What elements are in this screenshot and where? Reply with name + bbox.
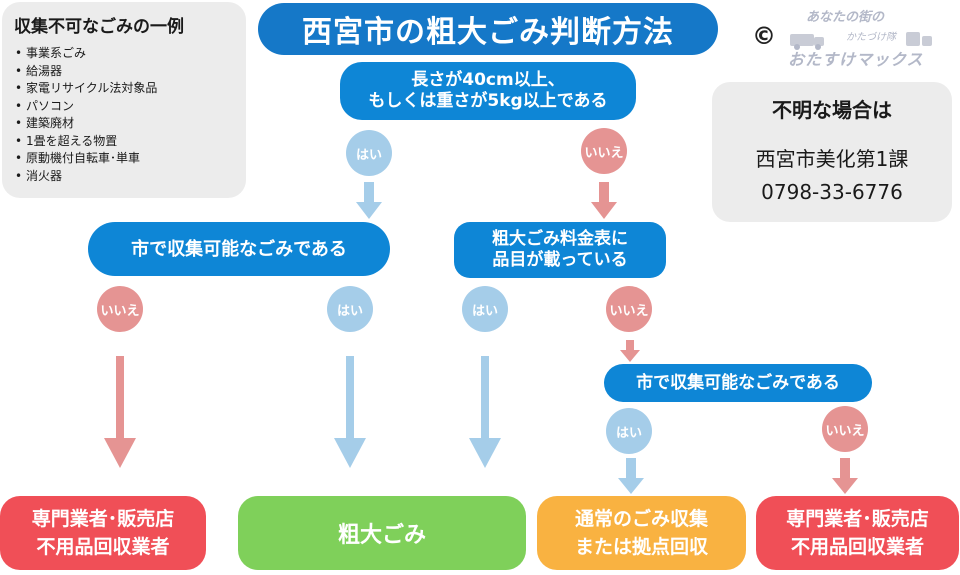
- result-line: 通常のごみ収集: [574, 508, 708, 530]
- list-item: 原動機付自転車･単車: [15, 150, 236, 168]
- arrow-q4-no: [832, 458, 858, 494]
- truck-logo-icon: [790, 32, 932, 50]
- question-line: もしくは重さが5kg以上である: [368, 91, 608, 111]
- list-item: 家電リサイクル法対象品: [15, 80, 236, 98]
- answer-yes-circle: はい: [346, 130, 392, 176]
- arrow-q3-yes: [469, 356, 501, 468]
- arrow-q1-yes: [356, 182, 382, 219]
- logo-text-line1: あなたの街の: [806, 10, 885, 25]
- result-line: または拠点回収: [574, 536, 708, 558]
- result-specialist-left: 専門業者･販売店 不用品回収業者: [0, 496, 206, 570]
- result-line: 専門業者･販売店: [31, 508, 175, 530]
- phone-number: 0798-33-6776: [761, 180, 903, 204]
- question-line: 品目が載っている: [492, 250, 628, 270]
- question-city-collectable-right: 市で収集可能なごみである: [604, 364, 872, 402]
- arrow-q3-no: [620, 340, 640, 362]
- answer-yes-circle: はい: [327, 286, 373, 332]
- result-regular-collection: 通常のごみ収集 または拠点回収: [537, 496, 746, 570]
- copyright-mark: ©: [752, 22, 776, 50]
- unknown-contact-panel: 不明な場合は 西宮市美化第1課 0798-33-6776: [712, 82, 952, 222]
- arrow-q2-no: [104, 356, 136, 468]
- list-item: 事業系ごみ: [15, 45, 236, 63]
- result-specialist-right: 専門業者･販売店 不用品回収業者: [756, 496, 959, 570]
- answer-yes-circle: はい: [462, 286, 508, 332]
- logo-text-line3: おたすけマックス: [788, 50, 924, 69]
- result-line: 専門業者･販売店: [786, 508, 929, 530]
- question-fee-table-listed: 粗大ごみ料金表に 品目が載っている: [454, 222, 666, 278]
- not-collectable-list: 事業系ごみ 給湯器 家電リサイクル法対象品 パソコン 建築廃材 1畳を超える物置…: [12, 45, 236, 185]
- answer-yes-circle: はい: [606, 408, 652, 454]
- not-collectable-panel: 収集不可なごみの一例 事業系ごみ 給湯器 家電リサイクル法対象品 パソコン 建築…: [2, 2, 246, 198]
- result-line: 不用品回収業者: [790, 536, 924, 558]
- answer-no-circle: いいえ: [581, 128, 627, 174]
- unknown-heading: 不明な場合は: [772, 98, 892, 122]
- question-line: 長さが40cm以上、: [411, 70, 565, 90]
- arrow-q1-no: [591, 182, 617, 219]
- question-size-weight: 長さが40cm以上、 もしくは重さが5kg以上である: [340, 62, 636, 120]
- result-line: 不用品回収業者: [36, 536, 170, 558]
- arrow-q2-yes: [334, 356, 366, 468]
- logo-text-line2: かたづけ隊: [846, 32, 896, 43]
- list-item: 1畳を超える物置: [15, 133, 236, 151]
- not-collectable-heading: 収集不可なごみの一例: [14, 17, 184, 37]
- question-line: 粗大ごみ料金表に: [492, 229, 628, 249]
- list-item: 消火器: [15, 168, 236, 186]
- list-item: 建築廃材: [15, 115, 236, 133]
- arrow-q4-yes: [618, 458, 644, 494]
- answer-no-circle: いいえ: [822, 406, 868, 452]
- answer-no-circle: いいえ: [97, 286, 143, 332]
- result-oversized-garbage: 粗大ごみ: [238, 496, 526, 570]
- question-city-collectable-left: 市で収集可能なごみである: [88, 222, 390, 276]
- answer-no-circle: いいえ: [606, 286, 652, 332]
- list-item: 給湯器: [15, 63, 236, 81]
- list-item: パソコン: [15, 98, 236, 116]
- office-name: 西宮市美化第1課: [755, 147, 909, 171]
- page-title: 西宮市の粗大ごみ判断方法: [258, 3, 718, 55]
